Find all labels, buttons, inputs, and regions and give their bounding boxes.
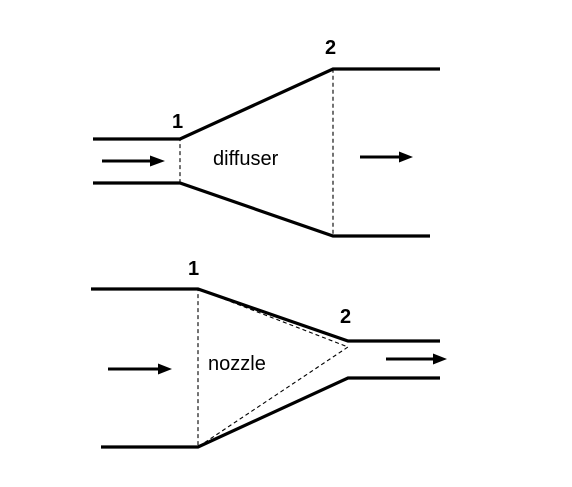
- diffuser-control-volume: [179, 68, 334, 237]
- nozzle-group: 1 2 nozzle: [91, 258, 447, 449]
- nozzle-inlet-arrow: [108, 363, 172, 375]
- nozzle-label: nozzle: [208, 353, 266, 375]
- diffuser-section-1-label: 1: [172, 111, 183, 133]
- diffuser-outlet-arrow: [360, 151, 413, 163]
- nozzle-control-volume: [197, 288, 350, 449]
- nozzle-outlet-arrow: [386, 353, 447, 365]
- diffuser-section-2-label: 2: [325, 37, 336, 59]
- diffuser-label: diffuser: [213, 148, 279, 170]
- diffuser-group: 1 2 diffuser: [93, 37, 440, 238]
- nozzle-section-2-label: 2: [340, 306, 351, 328]
- diffuser-inlet-arrow: [102, 155, 165, 167]
- nozzle-bottom-wall: [101, 376, 440, 449]
- diffuser-top-wall: [93, 67, 440, 141]
- nozzle-section-1-label: 1: [188, 258, 199, 280]
- diffuser-bottom-wall: [93, 181, 430, 238]
- nozzle-top-wall: [91, 287, 440, 343]
